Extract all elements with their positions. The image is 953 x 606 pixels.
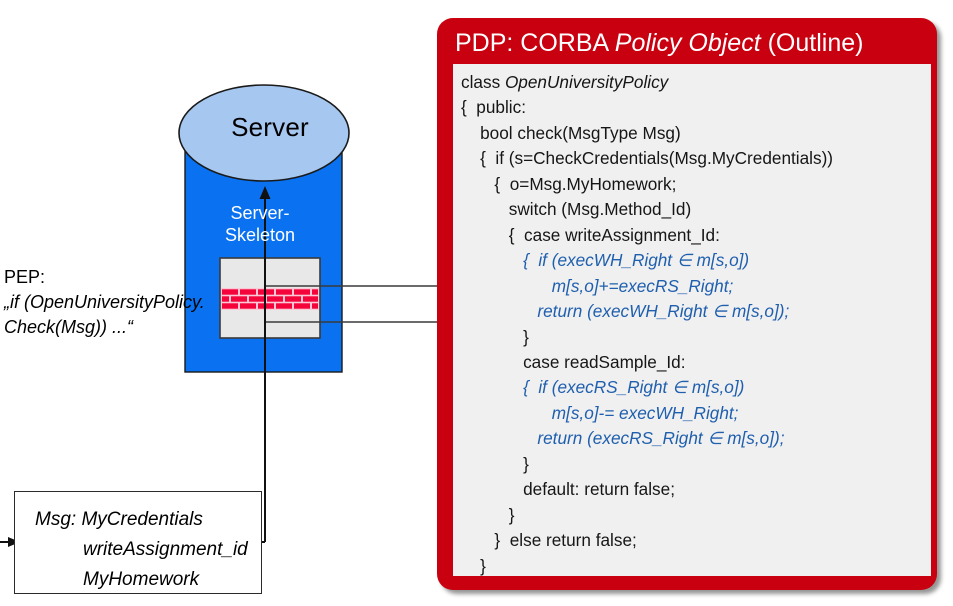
code-line-12: case readSample_Id: bbox=[461, 351, 686, 372]
code-line-4: { if (s=CheckCredentials(Msg.MyCredentia… bbox=[461, 148, 834, 169]
code-line-17: default: return false; bbox=[461, 479, 675, 500]
code-line-6: switch (Msg.Method_Id) bbox=[461, 199, 692, 220]
pep-caption-line1: „if (OpenUniversityPolicy. bbox=[4, 292, 205, 312]
pdp-policy-object-panel: PDP: CORBA Policy Object (Outline) class… bbox=[437, 18, 937, 590]
code-line-7: { case writeAssignment_Id: bbox=[461, 224, 720, 245]
code-line-5: { o=Msg.MyHomework; bbox=[461, 173, 677, 194]
code-line-3: bool check(MsgType Msg) bbox=[461, 122, 681, 143]
code-line-13: { if (execRS_Right ∈ m[s,o]) bbox=[461, 377, 745, 398]
code-line-20: } bbox=[461, 555, 486, 576]
code-line-18: } bbox=[461, 504, 515, 525]
pdp-connector-line bbox=[265, 285, 440, 323]
message-field-2: writeAssignment_id bbox=[83, 539, 248, 560]
message-box-row-1: Msg: MyCredentials bbox=[35, 505, 248, 535]
code-line-15: return (execRS_Right ∈ m[s,o]); bbox=[461, 428, 785, 449]
server-cylinder-top bbox=[178, 84, 350, 182]
code-line-10: return (execWH_Right ∈ m[s,o]); bbox=[461, 301, 790, 322]
code-line-11: } bbox=[461, 326, 529, 347]
firewall-brick-icon bbox=[221, 288, 319, 310]
message-box: Msg: MyCredentials writeAssignment_id My… bbox=[14, 491, 262, 594]
pep-caption: PEP: „if (OpenUniversityPolicy. Check(Ms… bbox=[4, 265, 234, 340]
message-field-1: MyCredentials bbox=[81, 509, 203, 530]
server-skeleton-label-line1: Server- bbox=[230, 203, 290, 223]
code-line-16: } bbox=[461, 453, 529, 474]
pdp-code-area: class OpenUniversityPolicy { public: bool… bbox=[453, 64, 931, 576]
message-box-content: Msg: MyCredentials writeAssignment_id My… bbox=[35, 505, 248, 595]
server-label: Server bbox=[231, 112, 309, 142]
policy-source-code: class OpenUniversityPolicy { public: bool… bbox=[461, 70, 929, 576]
code-line-8: { if (execWH_Right ∈ m[s,o]) bbox=[461, 250, 750, 271]
pdp-title-prefix: PDP: CORBA bbox=[455, 29, 615, 57]
message-label: Msg: bbox=[35, 509, 77, 530]
code-line-9: m[s,o]+=execRS_Right; bbox=[461, 275, 734, 296]
pdp-panel-title: PDP: CORBA Policy Object (Outline) bbox=[455, 29, 925, 58]
code-line-19: } else return false; bbox=[461, 530, 637, 551]
code-line-1: class OpenUniversityPolicy bbox=[461, 72, 669, 92]
pdp-title-italic: Policy Object bbox=[614, 29, 761, 57]
server-skeleton-label: Server- Skeleton bbox=[200, 202, 320, 246]
pdp-title-suffix: (Outline) bbox=[760, 29, 864, 57]
code-line-14: m[s,o]-= execWH_Right; bbox=[461, 402, 739, 423]
server-skeleton-label-line2: Skeleton bbox=[224, 225, 296, 245]
message-field-3: MyHomework bbox=[83, 569, 200, 590]
pep-caption-line2: Check(Msg)) ...“ bbox=[4, 317, 134, 337]
pep-caption-title: PEP: bbox=[4, 267, 46, 287]
code-line-2: { public: bbox=[461, 97, 526, 118]
